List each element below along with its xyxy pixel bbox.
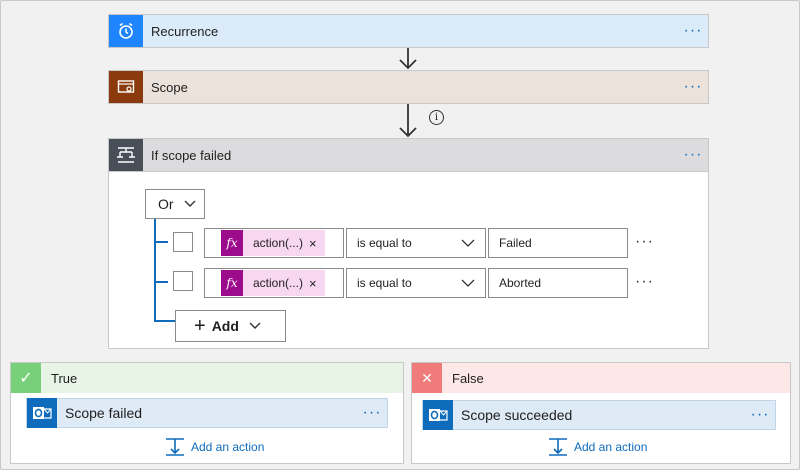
info-icon[interactable]: i [429, 110, 444, 125]
row-1-comparison-select[interactable]: is equal to [346, 228, 486, 258]
group-operator-dropdown[interactable]: Or [145, 189, 205, 219]
row-2-comparison-value: is equal to [357, 276, 412, 290]
add-condition-button[interactable]: + Add [175, 310, 286, 342]
check-glyph: ✓ [19, 370, 33, 387]
recurrence-title: Recurrence [151, 23, 219, 39]
scope-failed-more-button[interactable]: ··· [362, 404, 382, 421]
outlook-icon [423, 400, 453, 430]
tree-line-add [154, 320, 176, 322]
fx-icon: fx [221, 230, 243, 256]
tree-line-vertical [154, 219, 156, 321]
remove-token-icon[interactable]: × [309, 235, 317, 251]
chevron-down-icon [184, 200, 196, 207]
scope-succeeded-more-button[interactable]: ··· [750, 406, 770, 423]
false-branch-label: False [452, 370, 484, 386]
row-2-right-operand[interactable]: Aborted [488, 268, 628, 298]
chevron-down-icon [461, 279, 475, 287]
tree-line-row-2 [154, 281, 168, 283]
connector-arrow-1 [399, 48, 417, 70]
condition-more-button[interactable]: ··· [683, 146, 703, 163]
scope-failed-title: Scope failed [65, 405, 143, 421]
chevron-down-icon [461, 239, 475, 247]
outlook-icon [27, 398, 57, 428]
chevron-down-icon [249, 322, 261, 329]
scope-more-button[interactable]: ··· [683, 78, 703, 95]
true-add-action-button[interactable]: Add an action [165, 437, 264, 457]
add-condition-label: Add [211, 318, 239, 334]
cross-glyph: ✕ [421, 369, 433, 386]
row-1-more-button[interactable]: ··· [635, 233, 654, 250]
add-action-icon [166, 438, 184, 456]
row-1-comparison-value: is equal to [357, 236, 412, 250]
info-icon-glyph: i [434, 112, 439, 123]
add-action-icon [549, 438, 567, 456]
recurrence-card[interactable]: Recurrence ··· [108, 14, 709, 48]
scope-succeeded-action[interactable]: Scope succeeded ··· [422, 400, 776, 430]
true-add-action-label: Add an action [191, 440, 265, 454]
row-2-more-button[interactable]: ··· [635, 273, 654, 290]
tree-line-row-1 [154, 241, 168, 243]
alarm-clock-icon [109, 15, 143, 47]
false-add-action-button[interactable]: Add an action [548, 437, 647, 457]
expression-token-label: action(...) [253, 276, 304, 290]
condition-title: If scope failed [151, 147, 232, 163]
row-2-comparison-select[interactable]: is equal to [346, 268, 486, 298]
row-2-left-operand[interactable]: fx action(...) × [204, 268, 344, 298]
expression-token[interactable]: fx action(...) × [221, 230, 325, 256]
fx-icon: fx [221, 270, 243, 296]
group-operator-label: Or [158, 196, 174, 212]
remove-token-icon[interactable]: × [309, 275, 317, 291]
true-branch-header[interactable]: ✓ True [11, 363, 403, 393]
row-1-left-operand[interactable]: fx action(...) × [204, 228, 344, 258]
scope-title: Scope [151, 79, 188, 95]
row-1-checkbox[interactable] [173, 232, 193, 252]
plus-icon: + [194, 315, 206, 337]
scope-card[interactable]: Scope ··· [108, 70, 709, 104]
row-1-value: Failed [499, 236, 532, 250]
scope-succeeded-title: Scope succeeded [461, 407, 573, 423]
condition-card[interactable]: If scope failed ··· [108, 138, 709, 172]
check-icon: ✓ [11, 363, 41, 393]
row-1-right-operand[interactable]: Failed [488, 228, 628, 258]
false-branch-header[interactable]: ✕ False [412, 363, 790, 393]
expression-token-label: action(...) [253, 236, 304, 250]
scope-failed-action[interactable]: Scope failed ··· [26, 398, 388, 428]
true-branch-label: True [51, 370, 78, 386]
cross-icon: ✕ [412, 363, 442, 393]
false-add-action-label: Add an action [574, 440, 648, 454]
connector-arrow-2 [399, 104, 417, 138]
row-2-checkbox[interactable] [173, 271, 193, 291]
recurrence-more-button[interactable]: ··· [683, 22, 703, 39]
scope-icon [109, 71, 143, 103]
expression-token[interactable]: fx action(...) × [221, 270, 325, 296]
condition-icon [109, 139, 143, 171]
row-2-value: Aborted [499, 276, 542, 290]
